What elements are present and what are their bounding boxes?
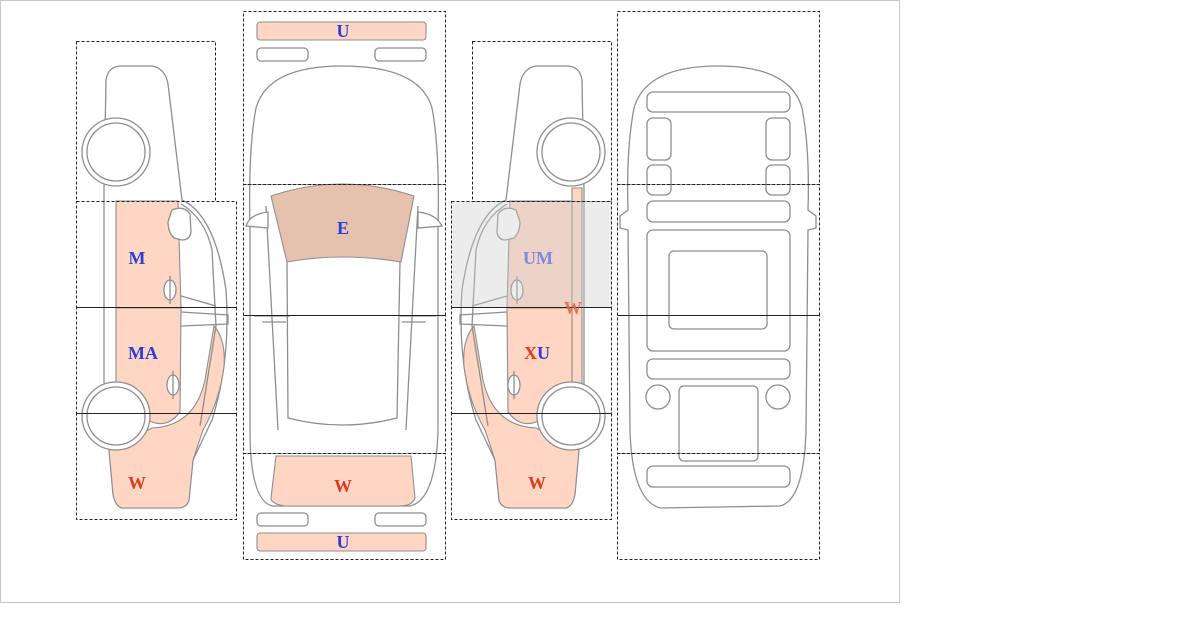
under-right-mount [765,384,791,410]
right-front-wheel [536,117,606,187]
under-rear-bumper-strip [646,465,791,488]
zone-rear[interactable] [243,453,446,560]
left-front-door-handle[interactable] [163,276,177,304]
zone-right-rear-fender[interactable] [451,413,612,520]
zone-under-rear[interactable] [617,453,820,560]
left-headlight [256,47,309,62]
top-right-mirror[interactable] [417,211,444,229]
label-right-rear-door: XU [524,343,550,363]
damage-labels: M MA W U E W U UM W XU W [128,21,582,552]
right-rear-wheel [536,381,606,451]
diagram-frame [0,0,900,603]
left-roof-rail [265,205,279,431]
right-taillight [374,512,427,527]
label-hood: E [337,218,349,238]
left-door-sill [180,311,229,327]
right-roof-rail [405,205,419,431]
label-right-pillar: W [564,298,582,318]
left-door-seam [180,295,217,307]
under-front-strip [646,91,791,113]
zone-left-rear-fender[interactable] [76,413,237,520]
front-bumper-panel[interactable] [256,21,427,41]
under-front-right-block [765,117,791,161]
left-rear-door-handle[interactable] [166,371,180,399]
label-right-rear-door-prefix: X [524,343,537,363]
under-rear-panel [678,385,759,462]
top-view-body [248,65,440,507]
label-right-rear-door-suffix: U [537,343,550,363]
under-front-left-block [646,117,672,161]
label-left-rear-fender: W [128,473,146,493]
right-front-door-handle[interactable] [510,276,524,304]
under-mid-strip [646,200,791,223]
zone-grid [76,11,820,560]
under-rear-strip [646,358,791,380]
right-headlight [374,47,427,62]
right-rear-fender-panel[interactable] [463,324,580,509]
zone-right-front-door-selected[interactable] [451,201,612,308]
windshield-line [286,261,401,426]
left-front-wheel [81,117,151,187]
label-right-rear-fender: W [528,473,546,493]
zone-right-front-fender[interactable] [472,41,612,202]
right-window-line [471,203,508,427]
rear-bumper-panel[interactable] [256,532,427,552]
top-left-mirror[interactable] [245,211,269,229]
left-side-view [81,65,229,509]
right-door-sill [459,311,508,327]
left-mirror[interactable] [167,207,192,241]
under-left-small-block [646,164,672,196]
right-mirror[interactable] [496,207,521,241]
zone-under-mid[interactable] [617,184,820,316]
label-front-bumper: U [337,21,350,41]
hood-panel[interactable] [270,183,415,263]
label-left-rear-door: MA [128,343,158,363]
left-taillight [256,512,309,527]
under-left-mount [645,384,671,410]
label-right-front-door: UM [523,248,553,268]
left-rear-wheel [81,381,151,451]
label-trunk: W [334,476,352,496]
top-view [245,21,444,552]
trunk-panel[interactable] [270,455,416,507]
zone-left-front-fender[interactable] [76,41,216,202]
under-right-small-block [765,164,791,196]
right-side-view [459,65,606,509]
right-rear-door-handle[interactable] [507,371,521,399]
under-center-panel [668,250,768,330]
label-left-front-door: M [129,248,146,268]
zone-hood[interactable] [243,184,446,316]
left-window-line [180,203,217,427]
underside-view [619,65,817,509]
car-damage-diagram: M MA W U E W U UM W XU W [76,11,820,560]
left-rear-fender-panel[interactable] [108,324,225,509]
label-rear-bumper: U [337,532,350,552]
right-door-seam [471,295,508,307]
